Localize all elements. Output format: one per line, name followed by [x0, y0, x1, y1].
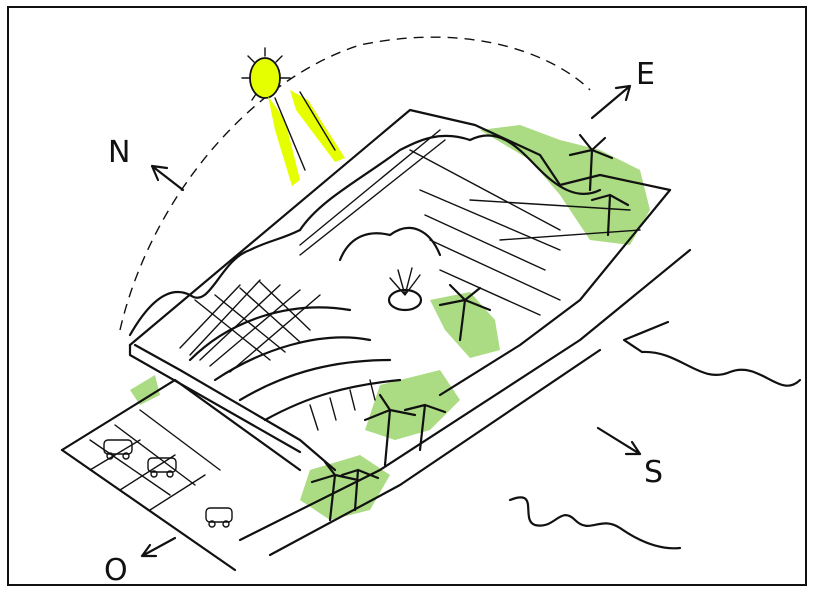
sun-path-arc: [120, 37, 590, 330]
car-icon: [206, 508, 232, 527]
south-label: S: [644, 455, 663, 490]
west-arrow: [142, 538, 175, 556]
north-label: N: [108, 135, 130, 170]
west-label: O: [104, 553, 128, 588]
east-label: E: [636, 57, 655, 92]
car-icon: [104, 440, 132, 459]
north-arrow: [152, 166, 183, 190]
courtyard-planter: [340, 228, 440, 310]
wind-squiggle-south: [510, 497, 680, 548]
south-arrow: [598, 428, 640, 454]
parking-lot: [62, 380, 300, 570]
wind-squiggle-east: [624, 322, 800, 386]
sun-icon: [242, 48, 345, 186]
east-arrow: [592, 86, 630, 118]
